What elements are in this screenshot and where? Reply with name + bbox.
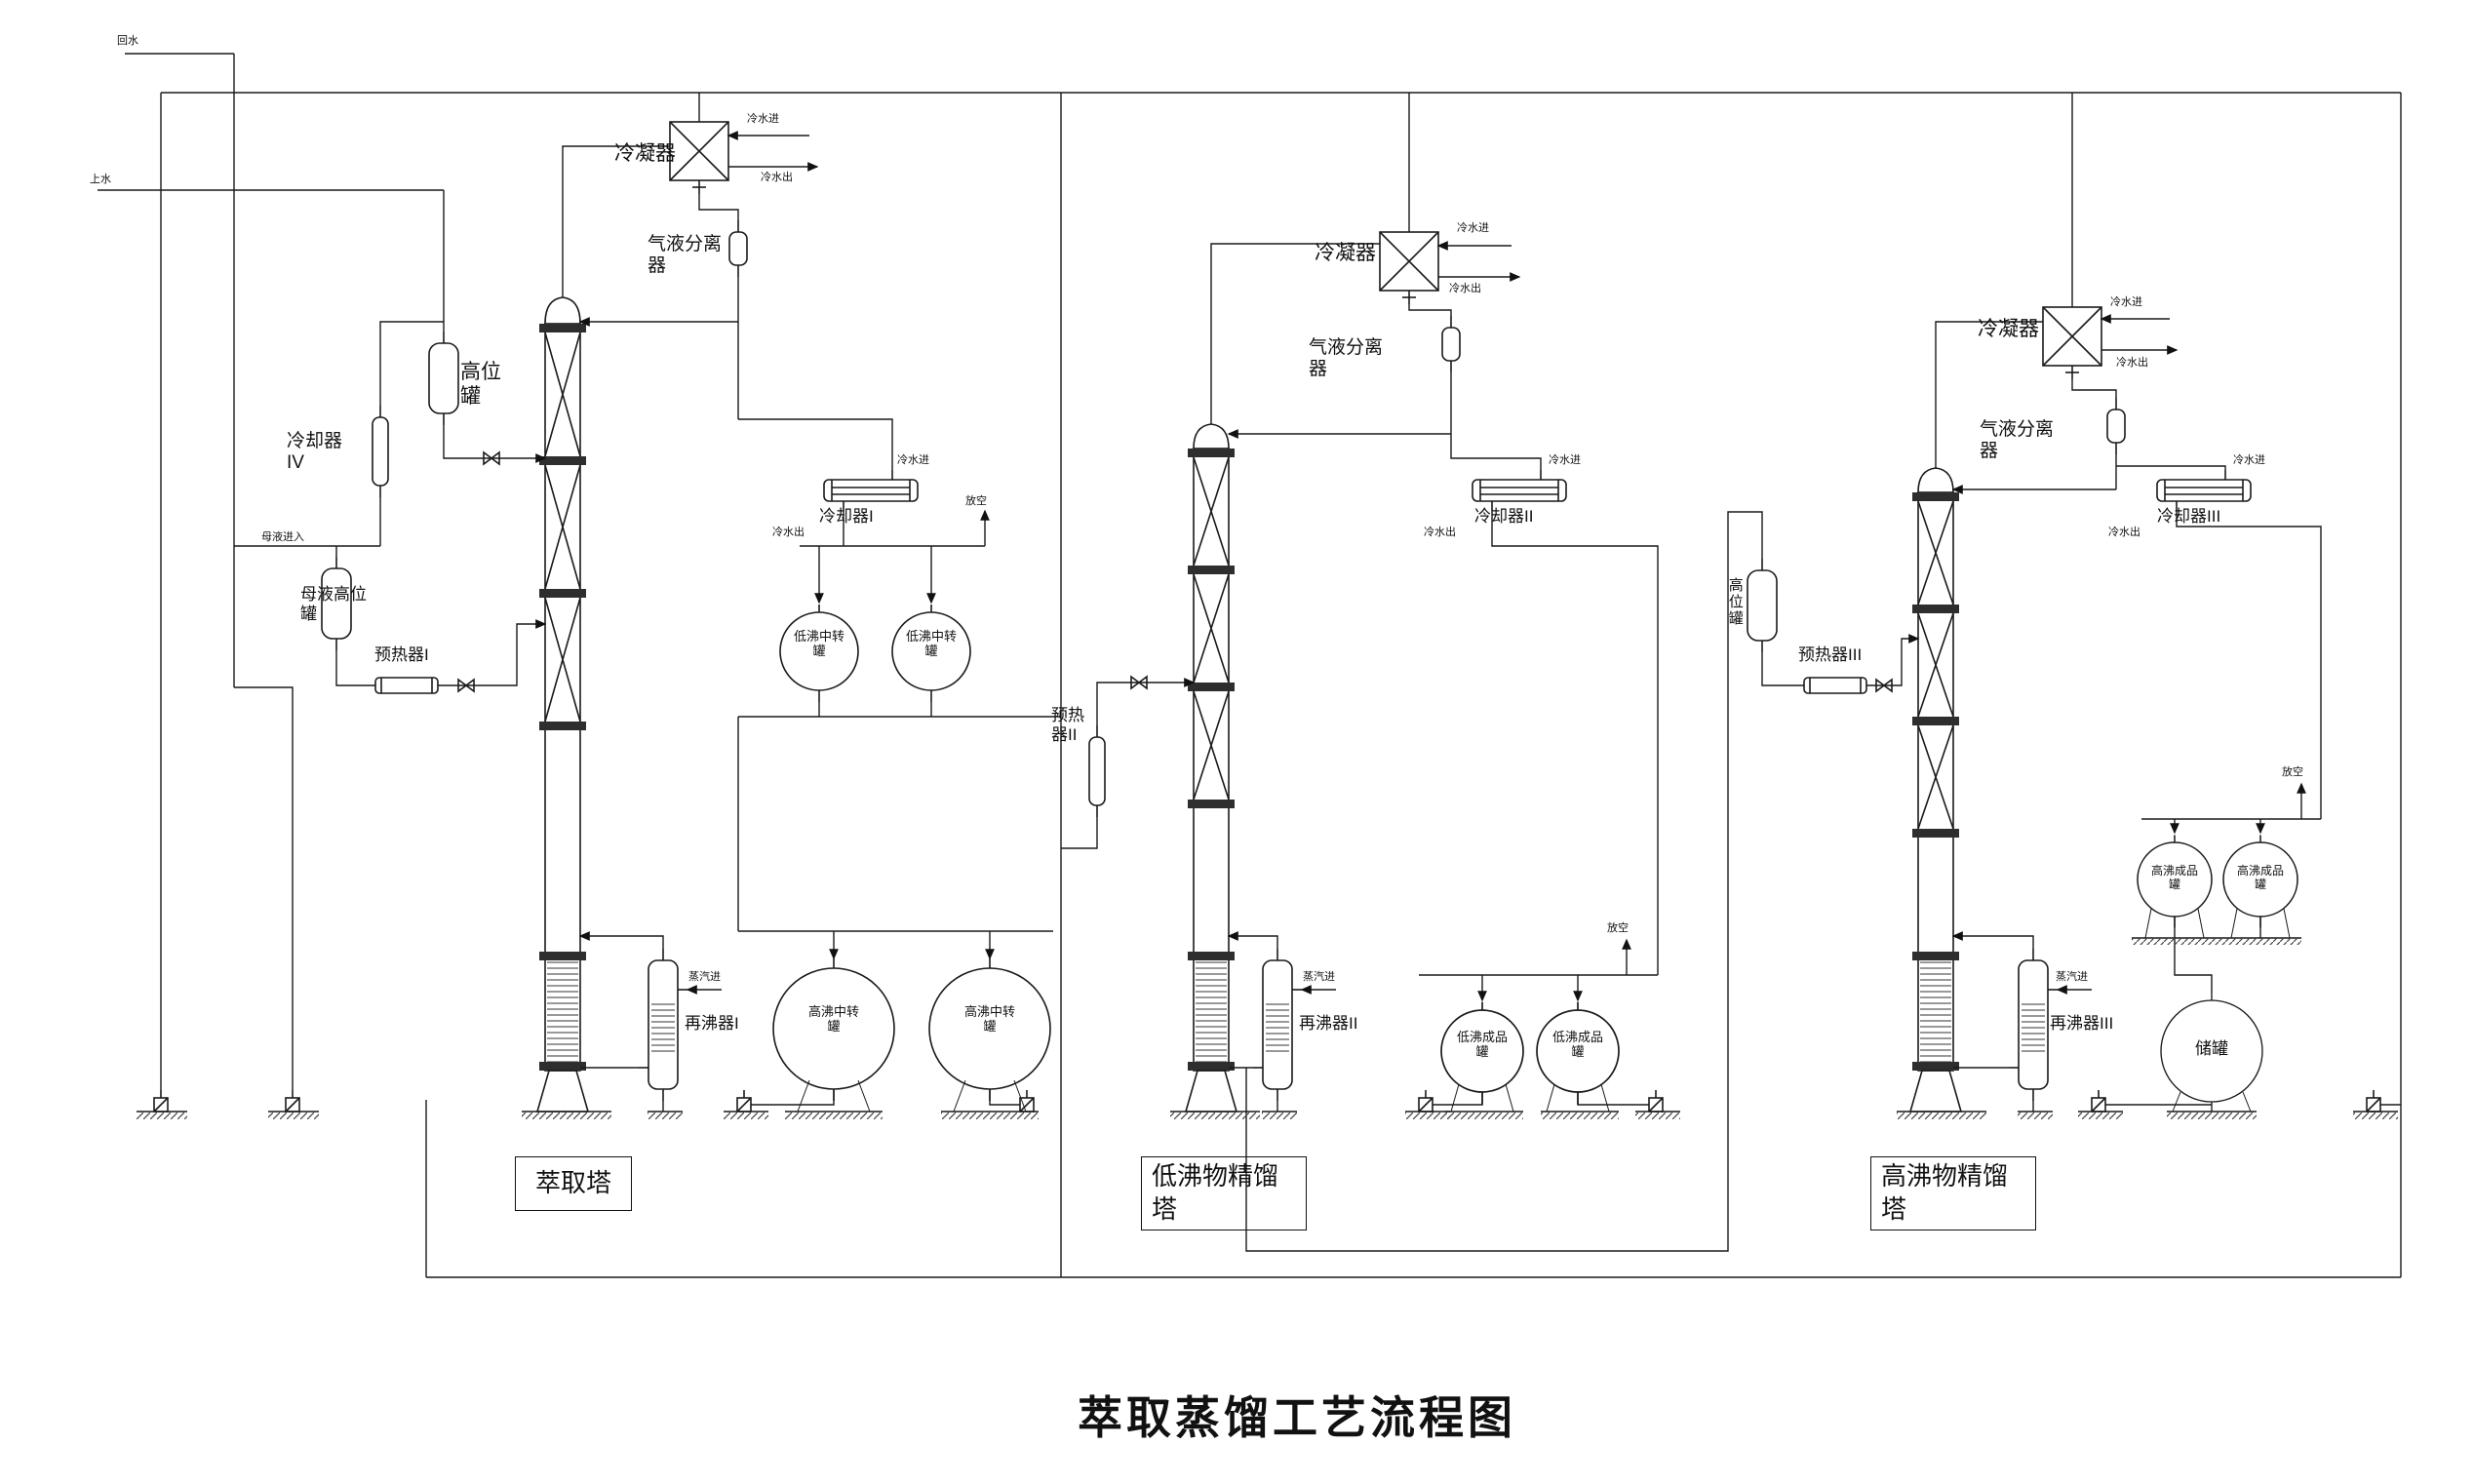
label-storage-tank: 储罐	[2195, 1039, 2228, 1058]
label-reboiler-3-steam-in: 蒸汽进	[2056, 971, 2088, 983]
pump-5	[1418, 1089, 1433, 1113]
preheater-1-vessel	[374, 677, 439, 694]
pump-8	[2366, 1089, 2381, 1113]
label-return-water: 回水	[117, 35, 138, 47]
label-high-tank-2: 高位罐	[1726, 577, 1744, 627]
label-cooler-1: 冷却器I	[819, 507, 874, 526]
label-preheater-1: 预热器I	[374, 645, 429, 664]
gas-liquid-separator-2	[1441, 315, 1461, 373]
label-low-condenser-cw-out: 冷水出	[1449, 283, 1481, 294]
label-high-transfer-tank-1: 高沸中转罐	[807, 1004, 859, 1035]
label-high-condenser-cw-in: 冷水进	[2110, 296, 2142, 308]
condenser-3	[2042, 306, 2102, 380]
low-boiling-tower-label: 低沸物精馏塔	[1152, 1161, 1279, 1224]
high-tank-1-vessel	[428, 331, 459, 426]
label-low-condenser: 冷凝器	[1315, 242, 1376, 264]
label-low-separator: 气液分离器	[1309, 337, 1384, 380]
pump-7	[2091, 1089, 2106, 1113]
label-preheater-2: 预热器II	[1051, 706, 1084, 745]
label-reboiler-1-steam-in: 蒸汽进	[688, 971, 721, 983]
label-low-transfer-tank-2: 低沸中转罐	[905, 629, 957, 659]
label-reboiler-3: 再沸器III	[2050, 1014, 2114, 1033]
label-cooler-2-cw-in: 冷水进	[1549, 454, 1581, 466]
cooler-1-vessel	[823, 469, 919, 512]
extraction-column	[535, 296, 590, 1113]
label-high-separator: 气液分离器	[1980, 419, 2055, 462]
label-cooler-3: 冷却器III	[2157, 507, 2221, 526]
label-low-vent: 放空	[1607, 922, 1629, 934]
gas-liquid-separator-1	[728, 219, 748, 278]
piping-low-boiling	[1061, 93, 1763, 1252]
condenser-1	[669, 121, 729, 195]
label-high-product-tank-1: 高沸成品罐	[2150, 864, 2198, 892]
label-ext-condenser: 冷凝器	[614, 142, 676, 165]
label-reboiler-2-steam-in: 蒸汽进	[1303, 971, 1335, 983]
high-boiling-tower-label-box: 高沸物精馏塔	[1870, 1156, 2036, 1230]
label-low-condenser-cw-in: 冷水进	[1457, 222, 1489, 234]
ground-hatching	[137, 937, 2398, 1119]
label-cooler-1-cw-out: 冷水出	[772, 527, 805, 538]
cooler-3-vessel	[2156, 469, 2252, 512]
cooler-2-vessel	[1472, 469, 1567, 512]
label-mother-liquor-tank: 母液高位罐	[300, 585, 367, 624]
label-high-product-tank-2: 高沸成品罐	[2236, 864, 2284, 892]
condenser-2	[1379, 231, 1439, 305]
pump-6	[1648, 1089, 1664, 1113]
preheater-2-vessel	[1088, 724, 1106, 818]
label-reboiler-1: 再沸器I	[685, 1014, 739, 1033]
reboiler-2-vessel	[1252, 948, 1303, 1102]
reboiler-1-vessel	[638, 948, 688, 1102]
pump-1	[153, 1089, 169, 1113]
pump-3	[736, 1089, 752, 1113]
extraction-tower-label: 萃取塔	[534, 1168, 611, 1198]
label-low-transfer-tank-1: 低沸中转罐	[793, 629, 844, 659]
pump-2	[285, 1089, 300, 1113]
label-ext-separator: 气液分离器	[648, 234, 723, 277]
label-low-product-tank-1: 低沸成品罐	[1456, 1030, 1508, 1060]
label-ext-vent: 放空	[965, 495, 987, 507]
label-reboiler-2: 再沸器II	[1299, 1014, 1358, 1033]
label-high-condenser-cw-out: 冷水出	[2116, 357, 2148, 369]
label-high-transfer-tank-2: 高沸中转罐	[963, 1004, 1015, 1035]
label-supply-water: 上水	[90, 174, 111, 185]
piping-extraction	[234, 93, 1061, 1113]
label-cooler-3-cw-out: 冷水出	[2108, 527, 2140, 538]
label-cooler-iv: 冷却器IV	[287, 431, 343, 474]
label-cooler-2: 冷却器II	[1474, 507, 1534, 526]
high-boiling-column	[1908, 467, 1963, 1113]
label-cooler-3-cw-in: 冷水进	[2233, 454, 2265, 466]
high-boiling-tower-label: 高沸物精馏塔	[1881, 1161, 2009, 1224]
low-boiling-tower-label-box: 低沸物精馏塔	[1141, 1156, 1307, 1230]
label-ext-high-tank: 高位罐	[460, 361, 501, 408]
extraction-tower-label-box: 萃取塔	[515, 1156, 632, 1211]
label-ext-condenser-cw-out: 冷水出	[761, 172, 793, 183]
diagram-title: 萃取蒸馏工艺流程图	[1078, 1393, 1516, 1443]
label-cooler-2-cw-out: 冷水出	[1424, 527, 1456, 538]
piping-global	[98, 53, 2402, 1278]
label-mother-liquor-in: 母液进入	[261, 531, 304, 543]
label-cooler-1-cw-in: 冷水进	[897, 454, 929, 466]
label-high-condenser: 冷凝器	[1978, 318, 2039, 340]
piping-high-boiling	[1761, 93, 2322, 1113]
label-high-vent: 放空	[2282, 766, 2303, 778]
label-low-product-tank-2: 低沸成品罐	[1551, 1030, 1603, 1060]
cooler-iv-vessel	[372, 405, 389, 498]
preheater-3-vessel	[1803, 677, 1867, 694]
high-tank-2-vessel	[1747, 558, 1778, 653]
low-boiling-column	[1184, 423, 1238, 1113]
label-preheater-3: 预热器III	[1798, 645, 1863, 664]
gas-liquid-separator-3	[2106, 397, 2126, 455]
label-ext-condenser-cw-in: 冷水进	[747, 113, 779, 125]
